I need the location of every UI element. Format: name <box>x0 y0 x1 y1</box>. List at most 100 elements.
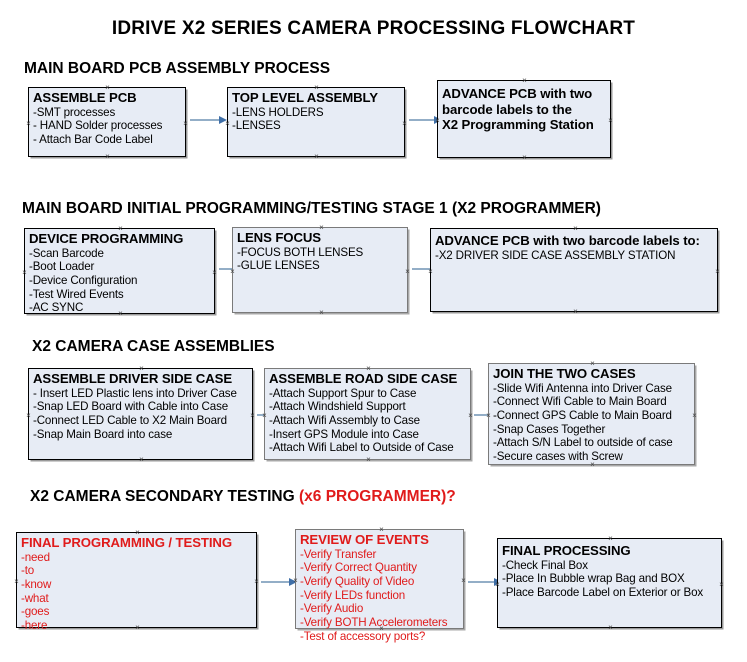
handle-right[interactable] <box>607 117 614 124</box>
handle-left[interactable] <box>261 412 268 419</box>
handle-bottom[interactable] <box>589 461 596 468</box>
box-line: -to <box>21 564 35 578</box>
box-title: ASSEMBLE ROAD SIDE CASE <box>269 371 458 386</box>
handle-bottom[interactable] <box>313 153 320 160</box>
box-line: -AC SYNC <box>29 301 84 315</box>
handle-top[interactable] <box>318 224 325 231</box>
handle-top[interactable] <box>117 225 124 232</box>
handle-right[interactable] <box>404 268 411 275</box>
handle-right[interactable] <box>467 412 474 419</box>
handle-top[interactable] <box>313 84 320 91</box>
box-line: -Connect Wifi Cable to Main Board <box>493 395 667 409</box>
handle-bottom[interactable] <box>318 309 325 316</box>
box-line: -LENSES <box>232 119 281 133</box>
box-line: -Place Barcode Label on Exterior or Box <box>502 585 704 599</box>
box-advance-pcb-programming-station[interactable]: ADVANCE PCB with two barcode labels to t… <box>437 80 611 158</box>
box-line: -SMT processes <box>33 105 116 119</box>
handle-top[interactable] <box>365 365 372 372</box>
box-line: -LENS HOLDERS <box>232 105 324 119</box>
box-line: -Attach Windshield Support <box>269 400 406 414</box>
handle-bottom[interactable] <box>104 153 111 160</box>
handle-bottom[interactable] <box>138 456 145 463</box>
handle-top[interactable] <box>589 360 596 367</box>
handle-left[interactable] <box>13 578 20 585</box>
section-heading-2: MAIN BOARD INITIAL PROGRAMMING/TESTING S… <box>22 200 601 218</box>
box-line: -Connect LED Cable to X2 Main Board <box>33 413 227 427</box>
box-title: JOIN THE TWO CASES <box>493 366 636 381</box>
handle-left[interactable] <box>485 412 492 419</box>
box-line: -Check Final Box <box>502 558 588 572</box>
section-heading-3: X2 CAMERA CASE ASSEMBLIES <box>32 338 275 356</box>
handle-left[interactable] <box>427 268 434 275</box>
box-line: -Boot Loader <box>29 260 95 274</box>
box-title: REVIEW OF EVENTS <box>300 532 429 547</box>
handle-top[interactable] <box>138 365 145 372</box>
box-title: ASSEMBLE DRIVER SIDE CASE <box>33 371 233 386</box>
box-assemble-road-side-case[interactable]: ASSEMBLE ROAD SIDE CASE -Attach Support … <box>264 368 471 460</box>
box-title: LENS FOCUS <box>237 230 321 245</box>
handle-left[interactable] <box>25 120 32 127</box>
box-line: -Connect GPS Cable to Main Board <box>493 408 672 422</box>
box-final-processing[interactable]: FINAL PROCESSING -Check Final Box -Place… <box>497 538 722 628</box>
box-final-programming-testing[interactable]: FINAL PROGRAMMING / TESTING -need -to -k… <box>13 529 260 632</box>
handle-right[interactable] <box>211 269 218 276</box>
handle-right[interactable] <box>460 577 467 584</box>
box-assemble-pcb[interactable]: ASSEMBLE PCB -SMT processes - HAND Solde… <box>28 87 186 157</box>
box-line: -Place In Bubble wrap Bag and BOX <box>502 572 685 586</box>
handle-right[interactable] <box>249 412 256 419</box>
handle-bottom[interactable] <box>365 456 372 463</box>
handle-right[interactable] <box>401 120 408 127</box>
handle-right[interactable] <box>182 120 189 127</box>
handle-left[interactable] <box>224 120 231 127</box>
handle-top[interactable] <box>521 77 528 84</box>
handle-bottom[interactable] <box>117 310 124 317</box>
box-line: -here <box>21 618 48 632</box>
handle-left[interactable] <box>21 269 28 276</box>
handle-bottom[interactable] <box>134 624 141 631</box>
box-top-level-assembly[interactable]: TOP LEVEL ASSEMBLY -LENS HOLDERS -LENSES <box>227 87 405 157</box>
box-line: - Insert LED Plastic lens into Driver Ca… <box>33 386 237 400</box>
handle-right[interactable] <box>714 268 721 275</box>
handle-top[interactable] <box>607 535 614 542</box>
handle-right[interactable] <box>718 581 725 588</box>
box-title: ADVANCE PCB with two barcode labels to: <box>435 233 700 248</box>
handle-right[interactable] <box>691 412 698 419</box>
box-line: -Verify Quality of Video <box>300 574 415 588</box>
handle-bottom[interactable] <box>607 624 614 631</box>
box-line: X2 Programming Station <box>442 117 594 133</box>
box-line: -Slide Wifi Antenna into Driver Case <box>493 381 672 395</box>
box-line: -Verify LEDs function <box>300 588 406 602</box>
box-advance-pcb-driver-side-case[interactable]: ADVANCE PCB with two barcode labels to: … <box>430 228 718 312</box>
box-assemble-driver-side-case[interactable]: ASSEMBLE DRIVER SIDE CASE - Insert LED P… <box>28 368 253 460</box>
box-lens-focus[interactable]: LENS FOCUS -FOCUS BOTH LENSES -GLUE LENS… <box>232 227 408 313</box>
box-line: -Attach Support Spur to Case <box>269 386 417 400</box>
handle-top[interactable] <box>378 526 385 533</box>
connector-arrow <box>468 577 502 586</box>
box-line: - Attach Bar Code Label <box>33 132 153 146</box>
handle-top[interactable] <box>134 529 141 536</box>
box-line: -Attach Wifi Assembly to Case <box>269 413 420 427</box>
box-title: ADVANCE PCB with two <box>442 86 593 101</box>
handle-bottom[interactable] <box>521 154 528 161</box>
handle-right[interactable] <box>253 578 260 585</box>
handle-left[interactable] <box>25 412 32 419</box>
box-join-the-two-cases[interactable]: JOIN THE TWO CASES -Slide Wifi Antenna i… <box>488 363 695 465</box>
handle-left[interactable] <box>494 581 501 588</box>
section-heading-3-text: X2 CAMERA CASE ASSEMBLIES <box>32 338 275 355</box>
handle-top[interactable] <box>572 225 579 232</box>
box-line: -Snap Main Board into case <box>33 427 173 441</box>
handle-bottom[interactable] <box>572 308 579 315</box>
handle-left[interactable] <box>292 577 299 584</box>
box-device-programming[interactable]: DEVICE PROGRAMMING -Scan Barcode -Boot L… <box>24 228 215 314</box>
handle-left[interactable] <box>434 117 441 124</box>
handle-bottom[interactable] <box>378 625 385 632</box>
box-line: -Device Configuration <box>29 273 138 287</box>
section-heading-4-text: X2 CAMERA SECONDARY TESTING <box>30 488 299 505</box>
box-review-of-events[interactable]: REVIEW OF EVENTS -Verify Transfer -Verif… <box>292 526 467 643</box>
box-line: -goes <box>21 605 50 619</box>
handle-left[interactable] <box>229 268 236 275</box>
handle-top[interactable] <box>104 84 111 91</box>
box-line: -Test Wired Events <box>29 287 124 301</box>
box-line: -Attach Wifi Label to Outside of Case <box>269 441 454 455</box>
